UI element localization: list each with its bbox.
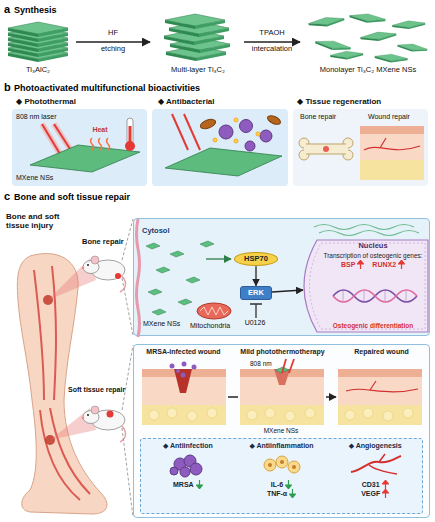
multilayer-stack — [164, 14, 230, 61]
protein-oval: HSP70 — [234, 252, 278, 267]
photothermal-figure — [30, 118, 140, 172]
panel-letter: a — [4, 3, 10, 16]
increase-arrow — [357, 260, 364, 269]
signal-arrow — [255, 266, 256, 285]
bacteria-icon — [158, 452, 218, 478]
node-text: ◆ Angiogenesis — [349, 442, 402, 450]
step-label: HF — [108, 29, 118, 38]
monolayer-sheets — [308, 12, 428, 64]
decrease-arrow — [289, 489, 296, 498]
step-label: TPAOH — [259, 29, 284, 38]
figure-label: Wound repair — [368, 113, 410, 121]
cell-icon — [252, 452, 312, 478]
panel-ground — [12, 109, 147, 186]
figure-label: Bone and soft tissue injury — [6, 212, 68, 230]
increase-arrow — [398, 260, 405, 269]
inhibitor-label: U0126 — [245, 319, 266, 327]
material-label: Ti₃AlC₂ — [26, 66, 50, 75]
process-arrow — [244, 41, 300, 43]
node-text: MRSA-infected wound — [134, 348, 233, 356]
mouse-figure — [82, 256, 126, 292]
max-phase-stack — [8, 22, 68, 62]
panel-ground — [293, 109, 428, 186]
antibacterial-figure — [165, 114, 282, 176]
node-text: ◆ Antiinflammation — [249, 442, 313, 450]
figure-label: Bone repair — [82, 238, 124, 247]
value-row: MRSA — [173, 480, 203, 489]
step-label: etching — [101, 45, 125, 54]
sub-heading: ◆ Tissue regeneration — [297, 97, 381, 106]
sub-heading: ◆ Photothermal — [16, 97, 76, 106]
panel-title: Synthesis — [14, 5, 57, 15]
panel-title: Photoactivated multifunctional bioactivi… — [14, 83, 200, 93]
material-label: Multi-layer Ti₃C₂ — [171, 66, 225, 75]
leg-figure — [17, 254, 107, 514]
effect-column: ◆ Antiinflammation IL-6TNF-α — [235, 439, 329, 513]
increase-arrow — [382, 489, 389, 498]
node-text: CD31 — [362, 481, 380, 489]
node-text: HSP70 — [244, 255, 268, 264]
material-label: Monolayer Ti₃C₂ MXene NSs — [320, 66, 416, 75]
process-arrow — [76, 41, 150, 43]
node-text: Repaired wound — [332, 348, 431, 356]
value-row: CD31 — [362, 480, 389, 489]
figure-label: MXene NSs — [264, 427, 299, 434]
vessel-icon — [345, 452, 405, 478]
node-text: TNF-α — [267, 490, 287, 498]
node-text: MRSA — [173, 481, 194, 489]
figure-label: Mitochondria — [190, 322, 230, 330]
value-row: VEGF — [361, 489, 389, 498]
figure-label: 808 nm laser — [16, 113, 56, 121]
node-text: ◆ Antiinfection — [163, 442, 213, 450]
decrease-arrow — [196, 480, 203, 489]
node-text: RUNX2 — [372, 261, 396, 269]
node-text: IL-6 — [271, 481, 283, 489]
value-row: TNF-α — [267, 489, 296, 498]
panel-title: Bone and soft tissue repair — [14, 192, 130, 202]
figure-label: MXene NSs — [143, 320, 180, 328]
node-text: Cytosol — [134, 224, 178, 239]
node-text: Mild photothermotherapy — [233, 348, 332, 356]
node-text: Transcription of osteogenic genes: — [323, 252, 422, 259]
effect-column: ◆ Angiogenesis CD31VEGF — [328, 439, 422, 513]
node-text: Nucleus — [358, 242, 387, 251]
node-text: ERK — [248, 289, 264, 298]
mouse-figure — [82, 406, 126, 442]
nucleus-region: NucleusTranscription of osteogenic genes… — [303, 239, 429, 333]
effect-column: ◆ Antiinfection MRSA — [141, 439, 235, 513]
bone-repair-inset: CytosolHSP70ERK NucleusTranscription of … — [133, 218, 430, 336]
figure-label: 808 nm — [250, 360, 272, 367]
step-label: intercalation — [252, 45, 292, 54]
kinase-box: ERK — [240, 286, 272, 301]
heading-row: MRSA-infected woundMild photothermothera… — [134, 348, 429, 356]
figure-label: Soft tissue repair — [68, 386, 125, 394]
effects-box: ◆ Antiinfection MRSA◆ Antiinflammation I… — [140, 438, 423, 514]
node-text: Osteogenic differentiation — [333, 322, 414, 329]
sub-heading: ◆ Antibacterial — [158, 97, 215, 106]
tissue-figure — [299, 126, 424, 180]
zoom-lines — [122, 219, 133, 517]
panel-letter: b — [4, 81, 11, 94]
node-text: VEGF — [361, 490, 380, 498]
signal-arrow — [272, 290, 303, 292]
node-text: BSP — [341, 261, 355, 269]
figure-label: Bone repair — [300, 113, 336, 121]
decrease-arrow — [285, 480, 292, 489]
panel-letter: c — [4, 190, 10, 203]
gene-row: BSP RUNX2 — [341, 260, 405, 269]
increase-arrow — [382, 480, 389, 489]
panel-ground — [152, 109, 288, 186]
figure-label: MXene NSs — [16, 174, 53, 182]
value-row: IL-6 — [271, 480, 292, 489]
figure-label: Heat — [92, 126, 107, 134]
